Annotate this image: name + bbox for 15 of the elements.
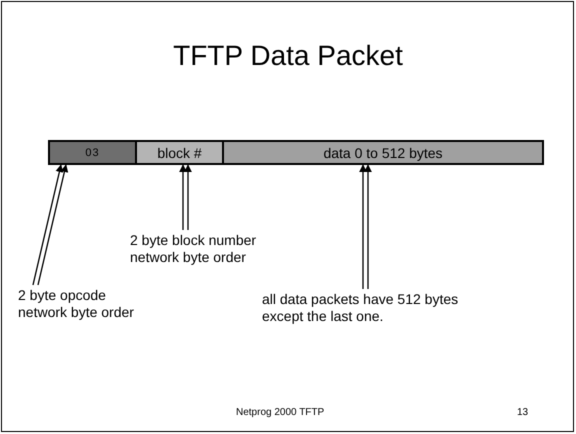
block-number-field: block # [135,140,224,165]
opcode-field: 03 [48,140,137,165]
annotation-text: 2 byte block number network byte order [130,232,300,266]
arrow [184,164,192,230]
annotation-text: 2 byte opcode network byte order [18,287,143,321]
annotation-text: all data packets have 512 bytes except the last one. [262,291,487,325]
arrow [364,164,372,289]
arrow [37,164,68,286]
arrow [359,164,367,289]
page-number: 13 [517,407,528,418]
arrow [32,164,64,286]
slide-title: TFTP Data Packet [172,40,404,72]
footer-text: Netprog 2000 TFTP [236,407,324,418]
data-field: data 0 to 512 bytes [222,140,544,165]
arrow [179,164,187,230]
